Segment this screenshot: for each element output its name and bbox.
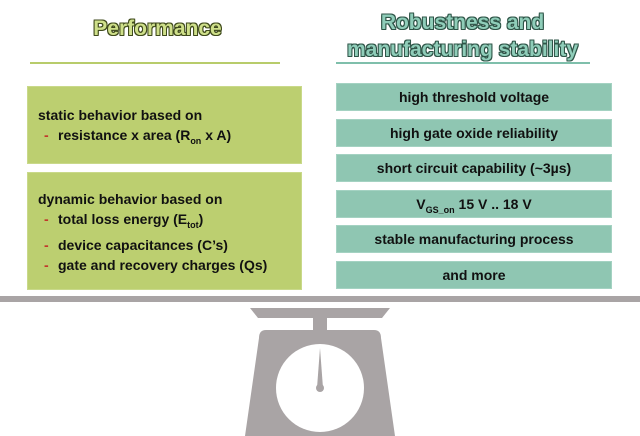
static-behavior-list: -resistance x area (Ron x A) [38,125,301,151]
scale-plate [250,308,390,318]
robustness-item-vgs-on: VGS_on 15 V .. 18 V [336,189,612,218]
item-sub: on [190,135,202,146]
item-text: short circuit capability (~3µs) [376,160,572,177]
weighing-scale-icon [245,308,395,436]
static-behavior-box: static behavior based on -resistance x a… [27,86,302,164]
dash-bullet: - [44,127,49,143]
robustness-item-threshold-voltage: high threshold voltage [336,83,612,111]
list-item: -device capacitances (C’s) [44,235,301,255]
dash-bullet: - [44,256,49,273]
dynamic-behavior-list: -total loss energy (Etot) -device capaci… [38,209,301,275]
list-item: -total loss energy (Etot) [44,209,301,235]
robustness-title: Robustness and manufacturing stability [330,9,595,63]
performance-underline [30,62,280,64]
item-after: 15 V .. 18 V [454,195,532,212]
robustness-list: high threshold voltage high gate oxide r… [336,83,612,297]
dash-bullet: - [44,236,49,253]
scale-stem [313,318,327,330]
item-text: gate and recovery charges (Q [58,256,255,273]
scale-needle [317,348,323,388]
list-item: -gate and recovery charges (Qs) [44,255,301,275]
scale-needle-pivot [316,384,324,392]
item-sub: GS_on [425,204,455,215]
item-text: and more [442,266,506,283]
item-text: total loss energy (E [58,211,188,227]
item-text: resistance x area (R [58,127,191,143]
static-behavior-heading: static behavior based on [38,107,203,123]
balance-beam [0,296,640,302]
item-text: stable manufacturing process [374,231,574,248]
item-after: ) [198,211,204,227]
dynamic-behavior-heading: dynamic behavior based on [38,191,223,207]
robustness-item-and-more: and more [336,260,612,289]
list-item: -resistance x area (Ron x A) [44,125,301,151]
dynamic-behavior-box: dynamic behavior based on -total loss en… [27,172,302,290]
robustness-underline [336,62,590,64]
robustness-item-gate-oxide: high gate oxide reliability [336,118,612,147]
dash-bullet: - [44,211,49,227]
performance-title: Performance [93,17,222,40]
item-after: s) [254,256,268,273]
item-after: x A) [201,127,232,143]
item-sub: tot [187,219,199,230]
robustness-item-short-circuit: short circuit capability (~3µs) [336,154,612,183]
robustness-item-manufacturing: stable manufacturing process [336,225,612,254]
item-text: high threshold voltage [398,89,550,105]
item-text: V [416,195,426,212]
item-text: device capacitances (C’s) [58,236,228,253]
item-text: high gate oxide reliability [389,124,559,141]
robustness-title-line2: manufacturing stability [346,38,579,61]
robustness-title-line1: Robustness and [380,11,545,34]
